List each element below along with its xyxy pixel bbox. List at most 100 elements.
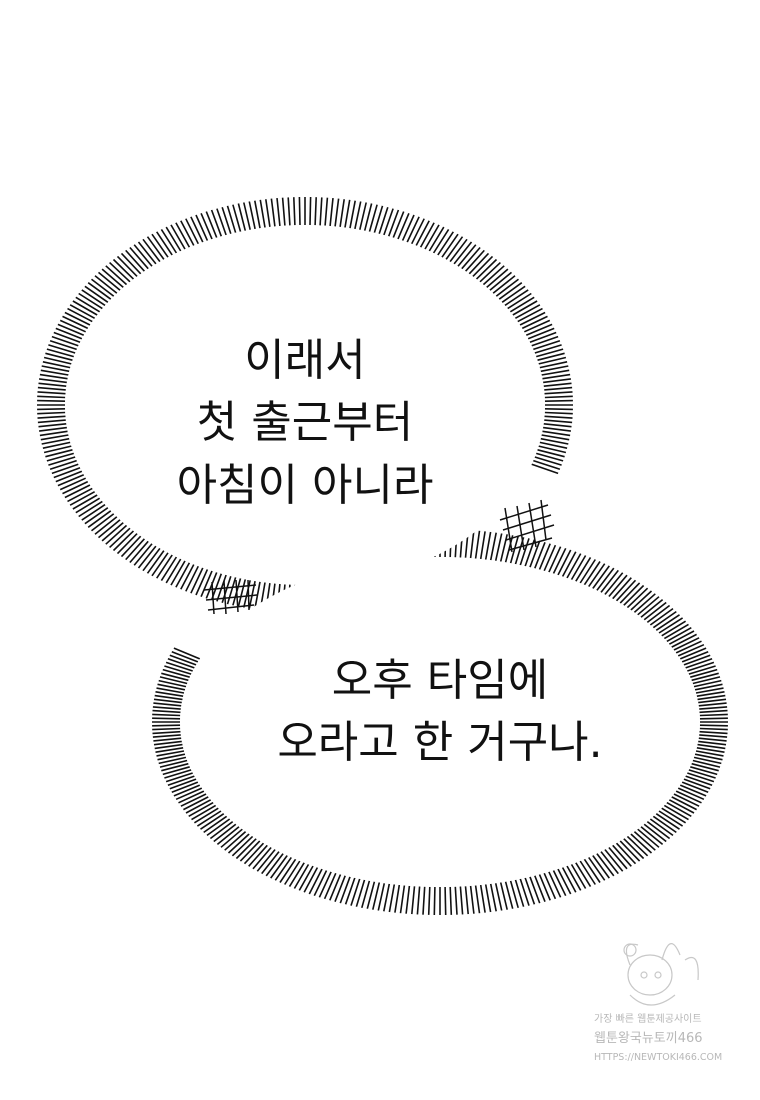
bubble-spike	[697, 694, 726, 701]
bubble-spike	[162, 668, 191, 678]
bubble-spike	[566, 865, 582, 891]
bubble-spike	[469, 885, 475, 914]
bubble-spike	[78, 292, 103, 310]
bubble-spike	[38, 382, 67, 387]
bubble-spike	[152, 724, 181, 727]
bubble-spike	[649, 818, 674, 837]
bubble-spike	[699, 734, 728, 738]
bubble-spike	[161, 672, 189, 682]
bubble-spike	[109, 527, 131, 548]
bubble-spike	[673, 793, 700, 807]
bubble-spike	[422, 886, 426, 915]
bubble-spike	[509, 880, 519, 909]
bubble-spike	[116, 255, 138, 277]
bubble-spike	[57, 323, 85, 336]
bubble-spike	[695, 750, 724, 757]
bubble-spike	[531, 463, 559, 475]
bubble-spike	[57, 474, 85, 487]
bubble-spike	[377, 883, 386, 911]
bubble-spike	[514, 879, 525, 907]
bubble-spike	[224, 831, 247, 851]
bubble-spike	[81, 503, 106, 521]
bubble-spike	[666, 627, 692, 643]
bubble-top-text: 이래서 첫 출근부터 아침이 아니라	[177, 335, 434, 511]
bubble-spike	[663, 804, 689, 821]
bubble-spike	[270, 855, 288, 879]
bubble-spike	[55, 470, 83, 483]
speech-line: 오라고 한 거구나.	[277, 717, 602, 768]
bubble-spike	[514, 304, 541, 320]
bubble-spike	[97, 519, 121, 539]
bubble-spike	[156, 750, 185, 757]
bubble-spike	[677, 643, 705, 657]
bubble-spike	[698, 740, 727, 746]
bubble-spike	[683, 778, 711, 790]
bubble-spike	[533, 459, 561, 471]
bubble-spike	[37, 395, 66, 399]
bubble-spike	[383, 208, 394, 236]
bubble-spike	[303, 867, 319, 893]
bubble-spike	[169, 654, 197, 666]
bubble-spike	[544, 395, 573, 399]
bubble-spike	[91, 513, 115, 532]
bubble-spike	[39, 426, 67, 432]
bubble-spike	[274, 856, 292, 881]
bubble-spike	[432, 228, 450, 254]
bubble-spike	[216, 826, 240, 846]
bubble-spike	[668, 799, 695, 814]
bubble-spike	[529, 331, 557, 344]
bubble-spike	[206, 818, 231, 837]
bubble-spike	[59, 477, 87, 491]
bubble-spike	[615, 842, 637, 865]
bubble-spike	[164, 665, 192, 675]
bubble-spike	[479, 884, 486, 913]
bubble-spike	[308, 868, 323, 895]
bubble-spike	[87, 510, 112, 528]
bubble-spike	[152, 730, 181, 735]
bubble-spike	[157, 683, 186, 691]
bubble-spike	[120, 535, 142, 558]
bubble-spike	[428, 226, 445, 252]
bubble-spike	[494, 533, 503, 561]
bubble-spike	[154, 694, 183, 701]
bubble-spike	[237, 203, 247, 231]
bubble-spike	[259, 199, 266, 228]
bubble-spike	[692, 759, 721, 768]
bubble-spike	[600, 569, 619, 593]
bubble-spike	[49, 339, 77, 351]
bubble-spike	[146, 236, 165, 260]
bubble-spike	[46, 348, 75, 358]
bubble-spike	[151, 233, 169, 258]
bubble-spike	[544, 411, 573, 415]
bubble-spike	[105, 265, 128, 286]
bubble-spike	[165, 772, 193, 783]
bubble-spike	[94, 516, 118, 535]
bubble-spike	[696, 747, 725, 753]
bubble-spike	[399, 885, 406, 914]
bubble-spike	[543, 378, 571, 384]
bubble-spike	[354, 201, 362, 230]
bubble-spike	[361, 880, 371, 909]
bubble-spike	[489, 883, 497, 912]
bubble-spike	[575, 556, 592, 582]
bubble-spike	[62, 315, 89, 330]
bubble-spike	[512, 300, 538, 316]
bubble-spike	[37, 411, 66, 415]
bubble-spike	[499, 882, 508, 910]
watermark-line: HTTPS://NEWTOKI466.COM	[594, 1052, 722, 1063]
bubble-spike	[159, 759, 188, 768]
bubble-spike	[180, 793, 207, 807]
bubble-spike	[279, 858, 297, 883]
bubble-spike	[232, 204, 242, 232]
bubble-spike	[152, 709, 181, 714]
bubble-spike	[538, 356, 567, 365]
bubble-spike	[226, 577, 237, 605]
bubble-spike	[619, 582, 641, 604]
bubble-spike	[397, 212, 410, 240]
bubble-spike	[170, 560, 186, 586]
bubble-spike	[164, 769, 192, 779]
bubble-spike	[401, 214, 415, 241]
bubble-spike	[185, 799, 212, 814]
bubble-spike	[129, 540, 149, 564]
bubble-spike	[146, 550, 165, 574]
